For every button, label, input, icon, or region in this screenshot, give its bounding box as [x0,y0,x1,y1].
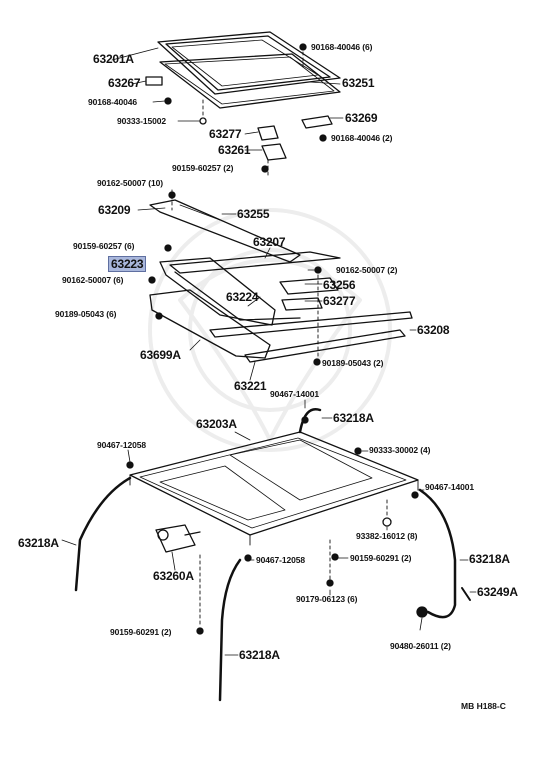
label-90159-60291-2-lower: 90159-60291 (2) [110,627,172,637]
bracket-63261[interactable] [261,143,287,161]
label-90467-14001-right: 90467-14001 [425,482,475,492]
bolt-90159-60257-6[interactable] [164,244,172,252]
motor-63260a[interactable] [155,524,201,553]
label-63224: 63224 [226,290,259,304]
label-90467-12058-left: 90467-12058 [97,440,147,450]
label-90168-40046: 90168-40046 [88,97,138,107]
bolt-90162-50007-10[interactable] [168,191,176,199]
rail-63209[interactable] [149,199,301,263]
label-63256: 63256 [323,278,356,292]
clamp-90467-14001-right[interactable] [411,491,419,499]
bracket-63256[interactable] [279,277,339,295]
label-90162-50007-10: 90162-50007 (10) [97,178,163,188]
clamp-90467-14001-top[interactable] [301,416,309,424]
weatherstrip-63251[interactable] [159,53,341,109]
label-63267: 63267 [108,76,141,90]
label-63699a: 63699A [140,348,181,362]
label-90159-60291-2-upper: 90159-60291 (2) [350,553,412,563]
label-90467-12058-bottom: 90467-12058 [256,555,306,565]
label-63261: 63261 [218,143,251,157]
label-90168-40046-6: 90168-40046 (6) [311,42,373,52]
frame-63699a[interactable] [149,289,271,359]
grommet-90480-26011[interactable] [416,606,428,618]
clamp-90467-12058-bottom[interactable] [244,554,252,562]
label-63255: 63255 [237,207,270,221]
bolt-90159-60257-2[interactable] [261,165,269,173]
label-90162-50007-6: 90162-50007 (6) [62,275,124,285]
rail-63208[interactable] [209,311,413,338]
label-90333-30002-4: 90333-30002 (4) [369,445,431,455]
rail-63221[interactable] [244,329,406,363]
bracket-63277-lower[interactable] [281,297,323,311]
label-63203a: 63203A [196,417,237,431]
label-90159-60257-6: 90159-60257 (6) [73,241,135,251]
label-63209: 63209 [98,203,131,217]
drain-hose-63218a-top[interactable] [298,408,322,434]
label-63218a-right: 63218A [469,552,510,566]
bracket-63269[interactable] [301,115,333,129]
drain-hose-63218a-left[interactable] [74,476,132,592]
bolt-90159-60291-lower[interactable] [196,627,204,635]
label-63208: 63208 [417,323,450,337]
label-93382-16012-8: 93382-16012 (8) [356,531,418,541]
bracket-63267[interactable] [145,76,163,86]
label-90159-60257-2: 90159-60257 (2) [172,163,234,173]
label-90162-50007-2: 90162-50007 (2) [336,265,398,275]
washer-90333-15002[interactable] [199,117,207,125]
bolt-90189-05043-2[interactable] [313,358,321,366]
label-90467-14001-top: 90467-14001 [270,389,320,399]
washer-90333-30002[interactable] [354,447,362,455]
label-63218a-top: 63218A [333,411,374,425]
label-90189-05043-2: 90189-05043 (2) [322,358,384,368]
label-90189-05043-6: 90189-05043 (6) [55,309,117,319]
label-90179-06123-6: 90179-06123 (6) [296,594,358,604]
bolt-90168-40046-2[interactable] [319,134,327,142]
label-63207: 63207 [253,235,286,249]
bolt-90162-50007-6[interactable] [148,276,156,284]
clip-63249a[interactable] [461,587,471,601]
drain-hose-63218a-right[interactable] [418,488,457,619]
seal-63224[interactable] [174,271,301,321]
clip-93382-16012[interactable] [382,517,392,527]
label-63269: 63269 [345,111,378,125]
bolt-90168-40046-6[interactable] [299,43,307,51]
drain-hose-63218a-bottom[interactable] [218,558,242,702]
label-63221: 63221 [234,379,267,393]
screw-90179-06123[interactable] [326,579,334,587]
label-90333-15002: 90333-15002 [117,116,167,126]
rail-63207[interactable] [169,251,341,274]
label-63218a-left: 63218A [18,536,59,550]
bolt-90168-40046[interactable] [164,97,172,105]
label-63260a: 63260A [153,569,194,583]
label-63201a: 63201A [93,52,134,66]
clamp-90467-12058-left[interactable] [126,461,134,469]
label-63251: 63251 [342,76,375,90]
label-63218a-bottom: 63218A [239,648,280,662]
bracket-63277-upper[interactable] [257,125,279,141]
label-90168-40046-2: 90168-40046 (2) [331,133,393,143]
bolt-90189-05043-6[interactable] [155,312,163,320]
label-63277-lower: 63277 [323,294,356,308]
bolt-90159-60291-upper[interactable] [331,553,339,561]
diagram-reference-code: MB H188-C [461,701,506,711]
label-90480-26011-2: 90480-26011 (2) [390,641,451,651]
label-63277-upper: 63277 [209,127,242,141]
housing-63203a[interactable] [129,431,419,546]
label-63249a: 63249A [477,585,518,599]
label-63223-highlighted[interactable]: 63223 [108,256,147,272]
